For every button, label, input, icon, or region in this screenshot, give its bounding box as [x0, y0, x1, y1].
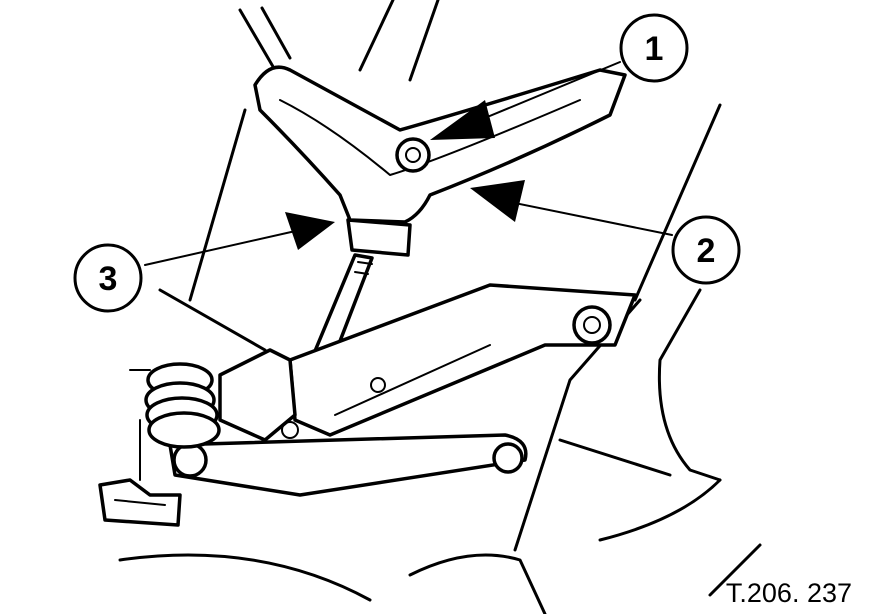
arrow-2 — [470, 180, 525, 222]
leader-lines — [144, 61, 673, 266]
spring-assembly — [98, 362, 221, 527]
callout-3: 3 — [73, 243, 143, 313]
callout-1-label: 1 — [645, 30, 664, 68]
arrow-3 — [285, 212, 335, 250]
pointer-arrows — [285, 100, 525, 250]
bracket-plate — [288, 283, 637, 437]
body-outline — [118, 0, 762, 614]
arrow-1 — [430, 100, 495, 140]
callout-2-label: 2 — [697, 232, 716, 270]
reference-code: T.206. 237 — [726, 578, 852, 608]
callout-3-label: 3 — [99, 260, 118, 298]
lever-arm — [253, 65, 627, 257]
callout-1: 1 — [619, 13, 689, 83]
callout-2: 2 — [671, 215, 741, 285]
lower-linkage — [168, 348, 528, 497]
